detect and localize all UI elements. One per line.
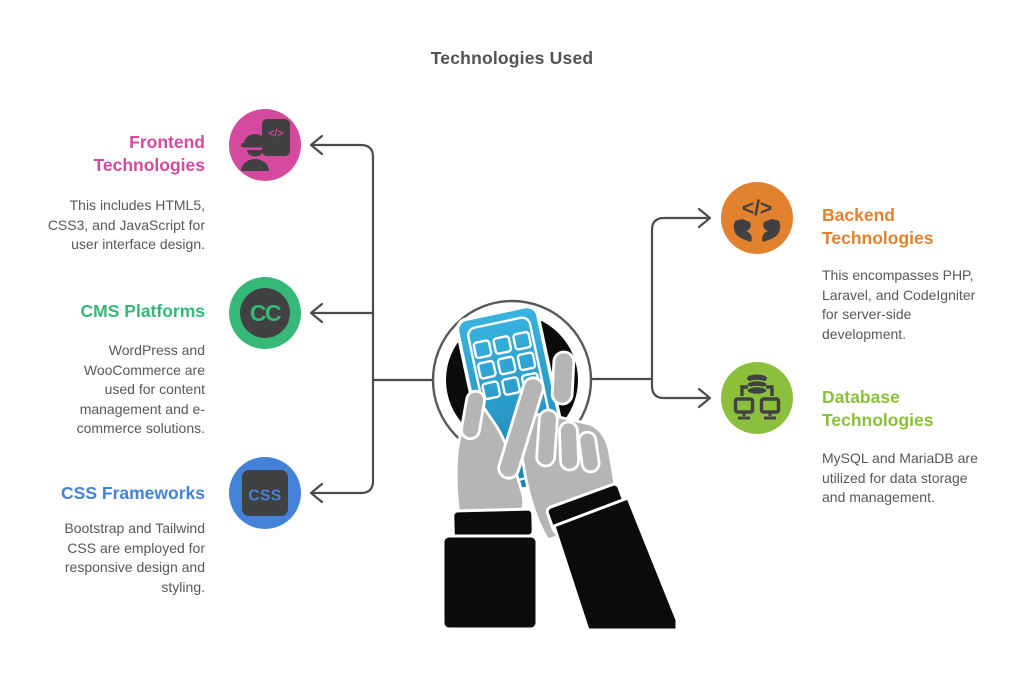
hands-holding-code-icon: </> <box>721 182 793 254</box>
left-thumb <box>459 389 487 441</box>
css-badge-icon: CSS <box>229 457 301 529</box>
backend-heading: Backend Technologies <box>822 205 934 248</box>
engineer-code-document-icon: </> <box>229 109 301 181</box>
cms-heading: CMS Platforms <box>80 301 205 321</box>
css-description: Bootstrap and Tailwind CSS are employed … <box>64 520 205 595</box>
cc-glyph: CC <box>250 300 281 326</box>
css-glyph: CSS <box>248 488 281 505</box>
arrowhead-frontend <box>309 134 324 156</box>
left-hand <box>454 389 526 516</box>
right-pinky-finger <box>577 430 601 474</box>
arrowhead-css <box>309 482 324 504</box>
frontend-heading: Frontend Technologies <box>93 132 206 175</box>
connection-brackets <box>740 385 774 396</box>
arrowhead-cms <box>309 302 324 324</box>
database-network-icon <box>721 362 793 434</box>
center-illustration <box>431 299 679 632</box>
sleeves <box>441 482 679 632</box>
arrowhead-backend <box>697 207 712 229</box>
frontend-description: This includes HTML5, CSS3, and JavaScrip… <box>47 197 205 252</box>
connector-right-trunk <box>650 216 709 400</box>
right-middle-finger <box>535 408 559 468</box>
creative-commons-icon: CC <box>229 277 301 349</box>
code-glyph: </> <box>742 197 772 220</box>
database-description: MySQL and MariaDB are utilized for data … <box>822 450 978 505</box>
css-heading: CSS Frameworks <box>61 483 205 503</box>
left-cuff <box>451 507 535 540</box>
cms-description: WordPress and WooCommerce are used for c… <box>76 342 205 436</box>
right-index-finger <box>497 376 545 480</box>
right-thumb <box>550 350 576 406</box>
arrowhead-database <box>697 387 712 409</box>
database-cylinder <box>746 374 768 396</box>
connector-left-trunk <box>311 143 375 495</box>
backend-description: This encompasses PHP, Laravel, and CodeI… <box>822 267 976 342</box>
cradling-hands <box>733 219 781 242</box>
monitors <box>733 397 781 420</box>
right-sleeve <box>552 496 679 632</box>
page-title: Technologies Used <box>430 48 594 68</box>
right-ring-finger <box>558 420 580 472</box>
connector-lines <box>309 134 712 504</box>
database-heading: Database Technologies <box>822 387 934 430</box>
left-sleeve <box>441 534 539 631</box>
code-glyph: </> <box>268 128 283 140</box>
